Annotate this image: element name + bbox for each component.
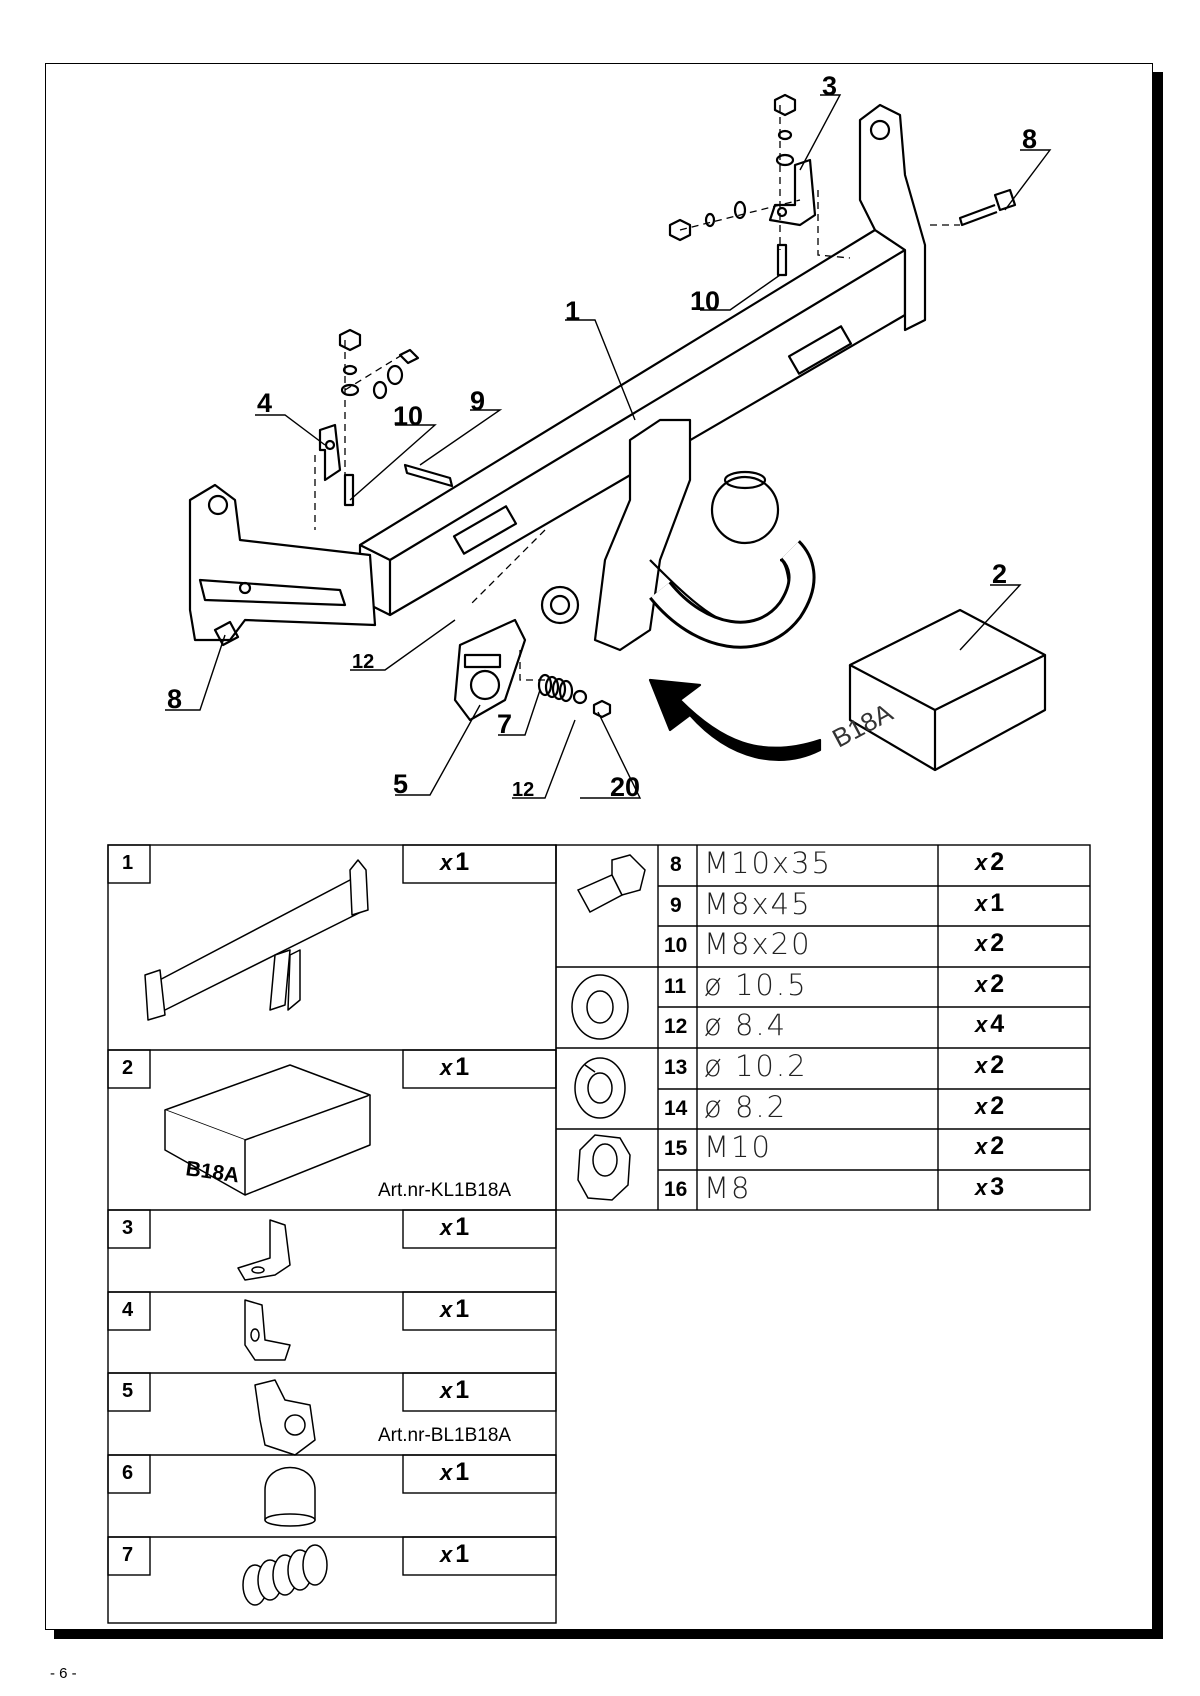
- tow-ball: [710, 475, 780, 545]
- part-5-number: 5: [122, 1380, 134, 1402]
- hardware-10-number: 10: [664, 934, 688, 957]
- hardware-14-spec: ø 8.2: [704, 1090, 788, 1124]
- callout-3: 3: [822, 71, 837, 101]
- hardware-12-number: 12: [664, 1015, 688, 1038]
- callout-5: 5: [393, 769, 408, 799]
- callout-20: 20: [610, 772, 640, 802]
- callout-7: 7: [497, 709, 512, 739]
- thumb-spring-washer-icon: [574, 1057, 626, 1119]
- callout-12-bottom: 12: [512, 779, 534, 801]
- thumb-bracket4-icon: [244, 1299, 291, 1361]
- frame-shadow-right: [1153, 72, 1163, 1639]
- hardware-14-number: 14: [664, 1097, 688, 1120]
- hardware-9-number: 9: [670, 894, 682, 917]
- hardware-13-number: 13: [664, 1056, 688, 1079]
- hardware-10-spec: M8x20: [704, 927, 812, 961]
- spring-part: [537, 673, 574, 703]
- page-frame: [45, 63, 1153, 1630]
- hardware-9-spec: M8x45: [704, 887, 812, 921]
- hardware-16-spec: M8: [704, 1171, 752, 1205]
- hardware-16-number: 16: [664, 1178, 688, 1201]
- exploded-assembly-diagram: 1 3 8 10 4 10 9 2 8 7 5 20 12 12 B18A: [165, 71, 1052, 802]
- thumb-hex-nut-icon: [577, 1134, 631, 1201]
- part-6-number: 6: [122, 1462, 134, 1484]
- part-4-number: 4: [122, 1299, 134, 1321]
- frame-shadow-bottom: [54, 1630, 1163, 1639]
- socket-plate: [453, 618, 527, 722]
- part-2-article-number: Art.nr-KL1B18A: [378, 1180, 512, 1201]
- callout-9: 9: [470, 386, 485, 416]
- callout-2: 2: [992, 559, 1007, 589]
- hardware-15-number: 15: [664, 1137, 688, 1160]
- thumb-spring-icon: [242, 1544, 328, 1606]
- part-7-number: 7: [122, 1544, 134, 1566]
- thumb-socket-plate-icon: [254, 1379, 316, 1456]
- callout-10-left: 10: [393, 401, 423, 431]
- part-5-article-number: Art.nr-BL1B18A: [378, 1425, 512, 1446]
- hardware-8-number: 8: [670, 853, 682, 876]
- thumb-crossbar-icon: [144, 859, 369, 1021]
- callout-8-left: 8: [167, 684, 182, 714]
- part-3-number: 3: [122, 1217, 134, 1239]
- callout-4: 4: [257, 388, 272, 418]
- hardware-15-spec: M10: [704, 1130, 772, 1164]
- callout-12-left: 12: [352, 651, 374, 673]
- part-2-number: 2: [122, 1057, 134, 1079]
- hardware-8-spec: M10x35: [704, 846, 832, 880]
- hardware-bracket-3: [668, 93, 1017, 277]
- thumb-bracket3-icon: [237, 1219, 291, 1281]
- hardware-12-spec: ø 8.4: [704, 1008, 788, 1042]
- right-end-bracket: [858, 103, 927, 332]
- thumb-ball-cap-icon: [264, 1466, 316, 1527]
- direction-arrow: [648, 678, 822, 761]
- thumb-bolt-icon: [576, 854, 646, 914]
- callout-10-right: 10: [690, 286, 720, 316]
- hardware-11-spec: ø 10.5: [704, 968, 808, 1002]
- thumb-box-icon: [164, 1064, 371, 1196]
- hardware-bracket-4: [213, 328, 454, 647]
- page-number: - 6 -: [50, 1665, 77, 1682]
- callout-8-right: 8: [1022, 124, 1037, 154]
- thumb-washer-icon: [571, 974, 629, 1040]
- tow-neck: [593, 418, 692, 652]
- hardware-13-spec: ø 10.2: [704, 1049, 808, 1083]
- hardware-11-number: 11: [664, 975, 687, 998]
- part-1-number: 1: [122, 852, 134, 874]
- callout-1: 1: [565, 296, 580, 326]
